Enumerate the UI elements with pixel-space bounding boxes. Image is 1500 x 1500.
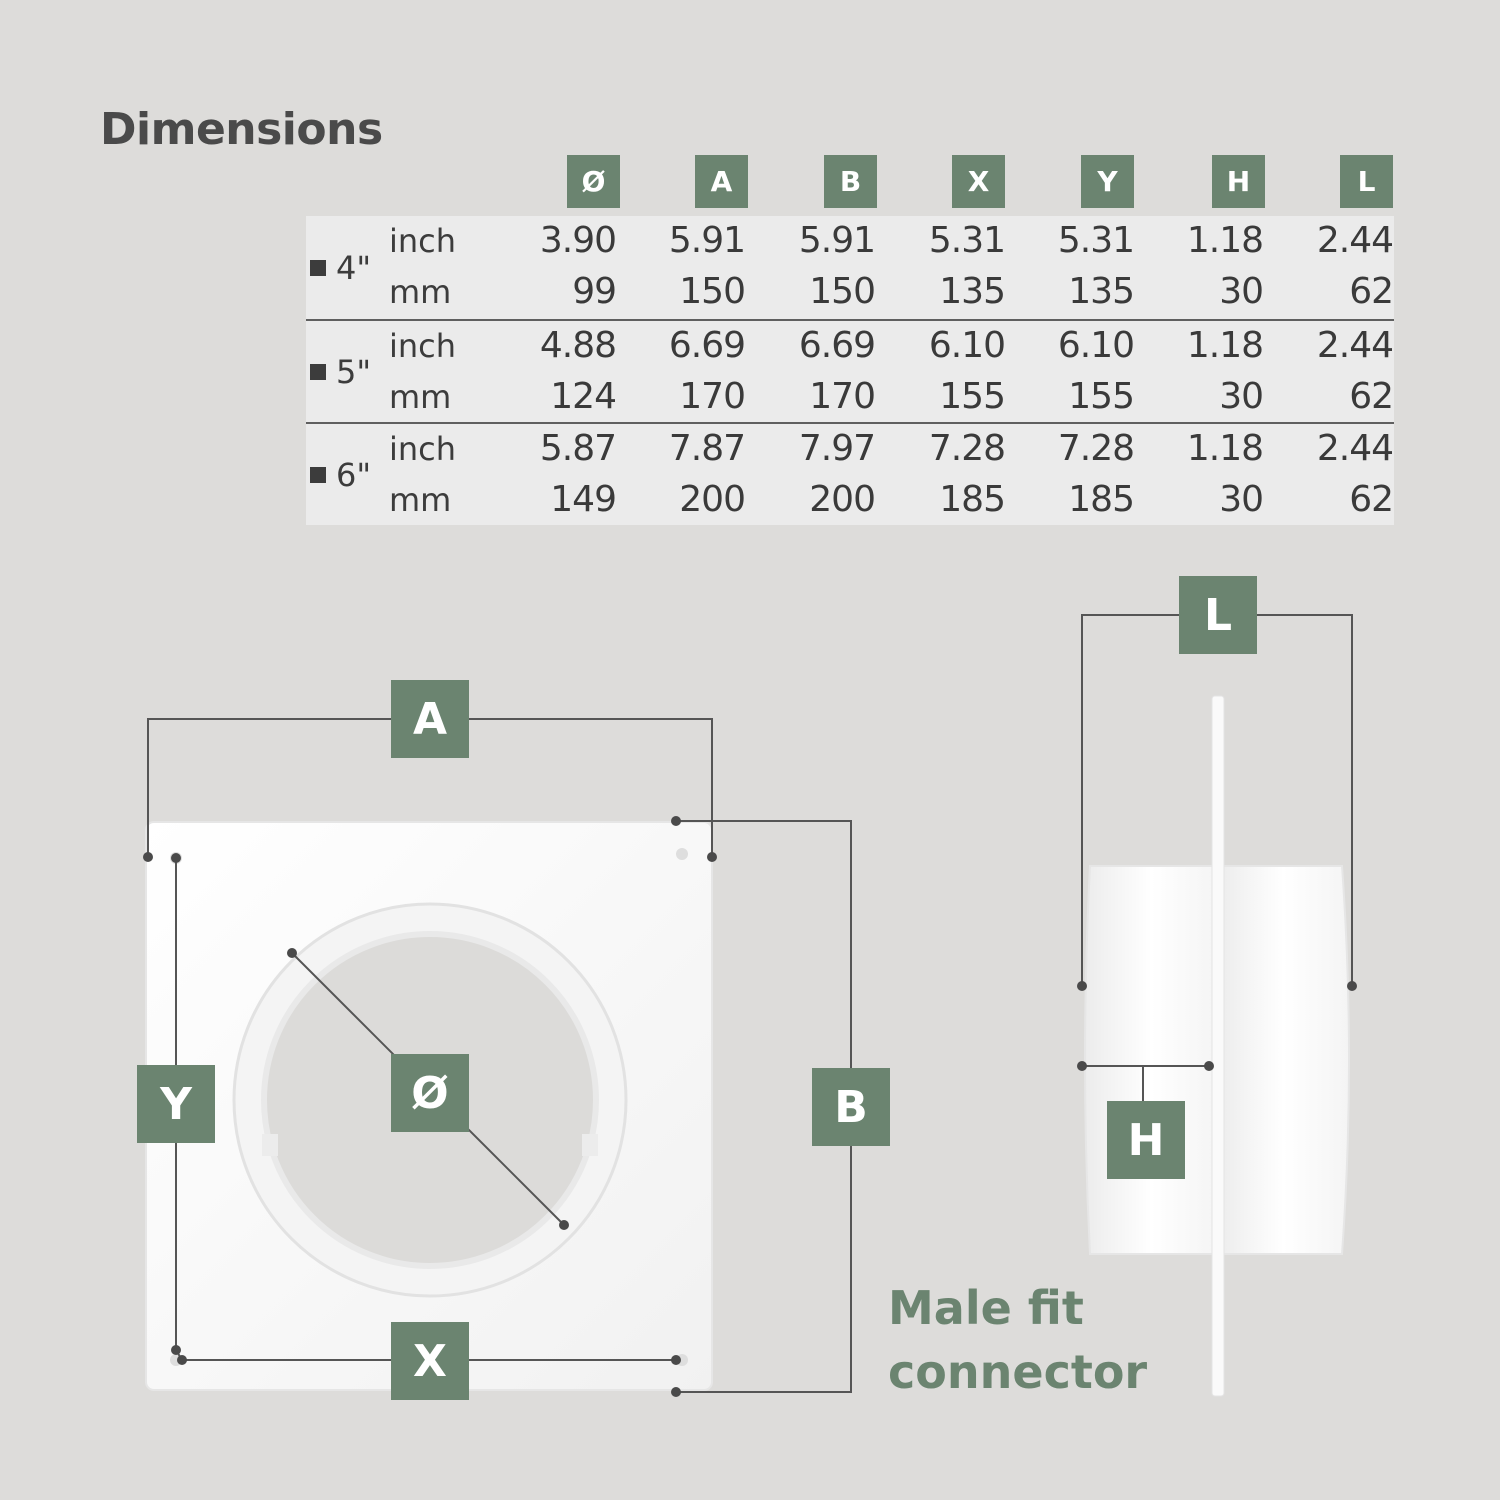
- value-cell: 1.18: [1186, 220, 1264, 261]
- page-title: Dimensions: [100, 104, 383, 155]
- connector-sleeve-left: [1084, 865, 1219, 1255]
- value-cell: 4.88: [539, 325, 617, 366]
- unit-label: inch: [389, 222, 457, 260]
- value-cell: 30: [1219, 479, 1264, 520]
- value-cell: 2.44: [1316, 220, 1394, 261]
- label-a: A: [391, 680, 469, 758]
- table-row: mm 149 200 200 185 185 30 62: [306, 477, 1394, 527]
- label-diameter: Ø: [391, 1054, 469, 1132]
- column-header-b: B: [824, 155, 877, 208]
- unit-label: inch: [389, 327, 457, 365]
- label-b: B: [812, 1068, 890, 1146]
- value-cell: 5.87: [539, 428, 617, 469]
- value-cell: 124: [550, 376, 617, 417]
- value-cell: 170: [679, 376, 746, 417]
- value-cell: 30: [1219, 271, 1264, 312]
- value-cell: 6.69: [668, 325, 746, 366]
- screw-hole: [676, 848, 688, 860]
- unit-label: inch: [389, 430, 457, 468]
- value-cell: 99: [572, 271, 617, 312]
- value-cell: 62: [1349, 376, 1394, 417]
- value-cell: 135: [1068, 271, 1135, 312]
- unit-label: mm: [389, 378, 452, 416]
- value-cell: 30: [1219, 376, 1264, 417]
- value-cell: 62: [1349, 271, 1394, 312]
- size-value: 4": [336, 248, 372, 287]
- dimension-endpoints: [143, 816, 1357, 1397]
- size-group-5in: 5" inch 4.88 6.69 6.69 6.10 6.10 1.18 2.…: [306, 319, 1394, 422]
- value-cell: 5.31: [1057, 220, 1135, 261]
- size-group-4in: 4" inch 3.90 5.91 5.91 5.31 5.31 1.18 2.…: [306, 216, 1394, 319]
- value-cell: 3.90: [539, 220, 617, 261]
- unit-label: mm: [389, 481, 452, 519]
- value-cell: 155: [939, 376, 1006, 417]
- value-cell: 62: [1349, 479, 1394, 520]
- value-cell: 5.31: [928, 220, 1006, 261]
- table-row: mm 124 170 170 155 155 30 62: [306, 374, 1394, 424]
- connector-sleeve-right: [1217, 865, 1350, 1255]
- column-header-l: L: [1340, 155, 1393, 208]
- value-cell: 7.28: [1057, 428, 1135, 469]
- product-caption: Male fit connector: [888, 1276, 1147, 1404]
- value-cell: 7.87: [668, 428, 746, 469]
- unit-label: mm: [389, 273, 452, 311]
- value-cell: 135: [939, 271, 1006, 312]
- value-cell: 155: [1068, 376, 1135, 417]
- caption-line-2: connector: [888, 1345, 1148, 1399]
- value-cell: 5.91: [668, 220, 746, 261]
- value-cell: 185: [1068, 479, 1135, 520]
- size-label: 5": [310, 353, 371, 391]
- value-cell: 7.28: [928, 428, 1006, 469]
- column-header-y: Y: [1081, 155, 1134, 208]
- value-cell: 170: [809, 376, 876, 417]
- value-cell: 150: [679, 271, 746, 312]
- value-cell: 2.44: [1316, 428, 1394, 469]
- column-header-x: X: [952, 155, 1005, 208]
- column-header-diameter: Ø: [567, 155, 620, 208]
- value-cell: 185: [939, 479, 1006, 520]
- collar-tab: [582, 1134, 598, 1156]
- label-l: L: [1179, 576, 1257, 654]
- table-row: inch 4.88 6.69 6.69 6.10 6.10 1.18 2.44: [306, 323, 1394, 373]
- value-cell: 1.18: [1186, 428, 1264, 469]
- value-cell: 1.18: [1186, 325, 1264, 366]
- size-label: 6": [310, 456, 371, 494]
- label-x: X: [391, 1322, 469, 1400]
- value-cell: 6.10: [1057, 325, 1135, 366]
- value-cell: 2.44: [1316, 325, 1394, 366]
- value-cell: 149: [550, 479, 617, 520]
- size-value: 6": [336, 455, 372, 494]
- size-value: 5": [336, 352, 372, 391]
- column-header-h: H: [1212, 155, 1265, 208]
- side-plate: [1211, 695, 1225, 1397]
- bullet-icon: [310, 466, 326, 483]
- value-cell: 200: [679, 479, 746, 520]
- collar-tab: [262, 1134, 278, 1156]
- table-row: mm 99 150 150 135 135 30 62: [306, 269, 1394, 319]
- bullet-icon: [310, 363, 326, 380]
- size-label: 4": [310, 249, 371, 287]
- label-h: H: [1107, 1101, 1185, 1179]
- table-row: inch 3.90 5.91 5.91 5.31 5.31 1.18 2.44: [306, 218, 1394, 268]
- column-header-a: A: [695, 155, 748, 208]
- caption-line-1: Male fit: [888, 1281, 1084, 1335]
- value-cell: 7.97: [798, 428, 876, 469]
- value-cell: 5.91: [798, 220, 876, 261]
- value-cell: 150: [809, 271, 876, 312]
- value-cell: 6.10: [928, 325, 1006, 366]
- dimensions-table: 4" inch 3.90 5.91 5.91 5.31 5.31 1.18 2.…: [306, 216, 1394, 525]
- bullet-icon: [310, 259, 326, 276]
- table-row: inch 5.87 7.87 7.97 7.28 7.28 1.18 2.44: [306, 426, 1394, 476]
- value-cell: 6.69: [798, 325, 876, 366]
- value-cell: 200: [809, 479, 876, 520]
- label-y: Y: [137, 1065, 215, 1143]
- size-group-6in: 6" inch 5.87 7.87 7.97 7.28 7.28 1.18 2.…: [306, 422, 1394, 525]
